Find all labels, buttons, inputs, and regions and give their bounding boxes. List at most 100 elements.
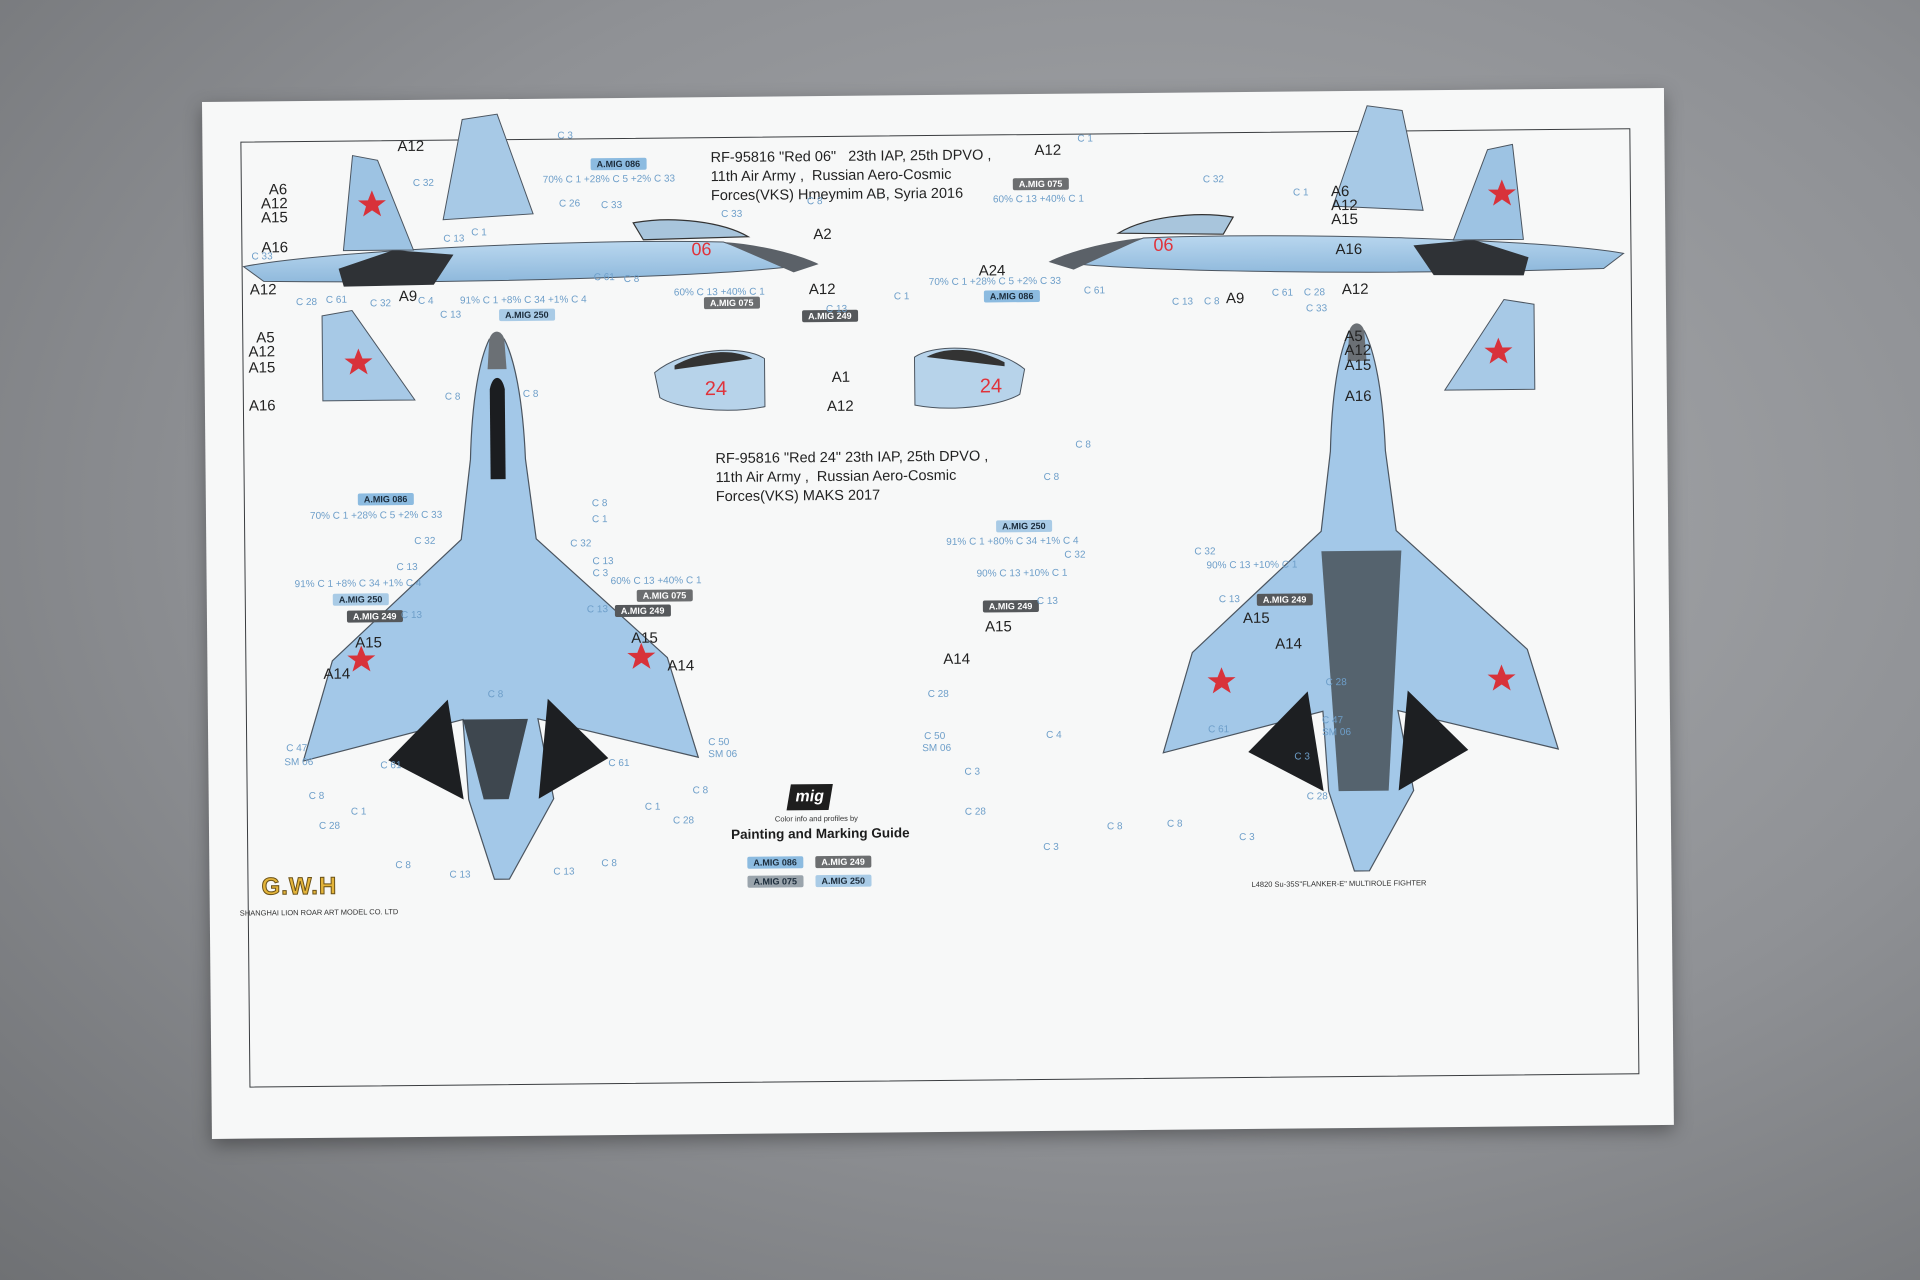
code-c28: C 28 xyxy=(1306,791,1328,803)
code-c8: C 8 xyxy=(1106,821,1123,833)
callout-a14: A14 xyxy=(943,650,971,668)
code-c8: C 8 xyxy=(692,785,709,797)
code-c61: C 61 xyxy=(1271,287,1294,299)
code-c8: C 8 xyxy=(522,388,539,400)
callout-a16: A16 xyxy=(248,397,276,415)
code-c28: C 28 xyxy=(295,296,318,309)
mix-formula-075: 60% C 13 +40% C 1 xyxy=(673,286,765,299)
code-c32: C 32 xyxy=(1194,546,1216,558)
code-c1: C 1 xyxy=(644,801,661,813)
callout-a15: A15 xyxy=(1331,210,1358,229)
callout-a15: A15 xyxy=(355,634,382,652)
code-c13: C 13 xyxy=(553,866,575,878)
code-c47: C 47 xyxy=(1321,715,1344,727)
callout-a12: A12 xyxy=(826,397,854,416)
top-view-aircraft xyxy=(302,331,700,880)
callout-a2: A2 xyxy=(813,225,832,244)
code-c32: C 32 xyxy=(369,298,392,310)
chip-mig250: A.MIG 250 xyxy=(996,519,1052,533)
svg-text:24: 24 xyxy=(705,378,727,400)
code-c4: C 4 xyxy=(1046,729,1062,741)
code-c13: C 13 xyxy=(1218,594,1241,606)
code-c3: C 3 xyxy=(1043,841,1059,853)
chip-mig075: A.MIG 075 xyxy=(703,296,760,310)
code-c8: C 8 xyxy=(395,860,411,872)
code-c1: C 1 xyxy=(471,227,487,239)
aircraft-artwork: 06 06 24 24 xyxy=(242,105,1625,880)
chip-mig086: A.MIG 086 xyxy=(357,492,414,506)
code-c8: C 8 xyxy=(806,196,823,208)
mix-formula-250b: 91% C 1 +80% C 34 +1% C 4 xyxy=(946,535,1079,548)
chip-mig250: A.MIG 250 xyxy=(332,593,389,606)
code-c61: C 61 xyxy=(325,294,348,306)
mix-formula-249: 90% C 13 +10% C 1 xyxy=(976,567,1068,580)
code-c28: C 28 xyxy=(672,815,695,827)
callout-a9: A9 xyxy=(398,287,418,306)
callout-a16: A16 xyxy=(1344,387,1372,406)
code-c13: C 13 xyxy=(443,233,465,245)
scheme-caption-red24: RF-95816 "Red 24" 23th IAP, 25th DPVO , … xyxy=(715,448,989,506)
chip-mig249: A.MIG 249 xyxy=(982,599,1039,613)
code-c28: C 28 xyxy=(1325,677,1347,689)
callout-a15: A15 xyxy=(984,618,1012,636)
code-c61: C 61 xyxy=(593,272,615,284)
code-c8: C 8 xyxy=(1075,439,1091,451)
callout-a14: A14 xyxy=(667,657,695,675)
code-sm06: SM 06 xyxy=(708,748,738,761)
fin-right-red24 xyxy=(1443,298,1536,391)
code-c32: C 32 xyxy=(414,535,436,547)
chip-mig249: A.MIG 249 xyxy=(614,604,671,618)
company-name: SHANGHAI LION ROAR ART MODEL CO. LTD xyxy=(239,907,399,918)
code-c8: C 8 xyxy=(487,689,504,701)
code-c61: C 61 xyxy=(1208,724,1230,736)
code-c8: C 8 xyxy=(591,498,608,510)
code-c8: C 8 xyxy=(1203,296,1220,308)
chip-mig249: A.MIG 249 xyxy=(346,610,403,623)
code-c3: C 3 xyxy=(1294,751,1310,763)
code-c13: C 13 xyxy=(592,556,614,568)
code-c61: C 61 xyxy=(1083,285,1106,297)
code-c4: C 4 xyxy=(417,295,434,307)
callout-a12: A12 xyxy=(397,137,425,156)
code-c1: C 1 xyxy=(591,514,608,526)
code-c8: C 8 xyxy=(444,391,461,403)
chip-mig249: A.MIG 249 xyxy=(1256,593,1313,606)
code-c61: C 61 xyxy=(380,760,402,772)
mig-tagline: Color info and profiles by xyxy=(774,813,858,824)
code-c33: C 33 xyxy=(721,208,743,221)
mig-logo: mig xyxy=(786,783,833,811)
nose-detail-left-red24: 24 xyxy=(654,349,766,411)
code-c3: C 3 xyxy=(557,130,573,142)
code-c13: C 13 xyxy=(825,303,848,316)
code-c1: C 1 xyxy=(1077,133,1094,145)
guide-title: Painting and Marking Guide xyxy=(730,825,910,842)
callout-a1: A1 xyxy=(831,368,851,386)
code-c32: C 32 xyxy=(412,177,434,189)
chip-mig086: A.MIG 086 xyxy=(983,289,1040,303)
callout-a12: A12 xyxy=(248,343,276,361)
chip-mig075: A.MIG 075 xyxy=(636,589,693,602)
callout-a12: A12 xyxy=(249,281,277,299)
serial-06-left: 06 xyxy=(691,239,711,259)
code-c28: C 28 xyxy=(927,688,949,701)
legend-mig250: A.MIG 250 xyxy=(815,874,872,888)
code-c3: C 3 xyxy=(1239,831,1255,844)
code-c13: C 13 xyxy=(586,604,609,616)
code-c33: C 33 xyxy=(1305,303,1328,315)
code-c50: C 50 xyxy=(708,736,730,749)
brand-logo: G.W.H xyxy=(261,872,338,902)
bottom-view-aircraft xyxy=(1162,323,1560,872)
instruction-sheet: 06 06 24 24 xyxy=(202,87,1674,1139)
code-c32: C 32 xyxy=(1202,174,1224,186)
mix-formula-249: 90% C 13 +10% C 1 xyxy=(1206,559,1298,572)
code-c32: C 32 xyxy=(1064,549,1086,561)
code-c8: C 8 xyxy=(1166,818,1183,830)
code-c13: C 13 xyxy=(449,869,471,881)
svg-text:24: 24 xyxy=(980,375,1002,397)
scheme-caption-red06: RF-95816 "Red 06" 23th IAP, 25th DPVO , … xyxy=(710,147,992,205)
mix-formula-086: 70% C 1 +28% C 5 +2% C 33 xyxy=(542,173,676,186)
code-c8: C 8 xyxy=(1043,471,1060,483)
code-c28: C 28 xyxy=(964,806,987,818)
callout-a14: A14 xyxy=(1275,635,1303,653)
product-line: L4820 Su-35S"FLANKER-E" MULTIROLE FIGHTE… xyxy=(1251,878,1427,889)
